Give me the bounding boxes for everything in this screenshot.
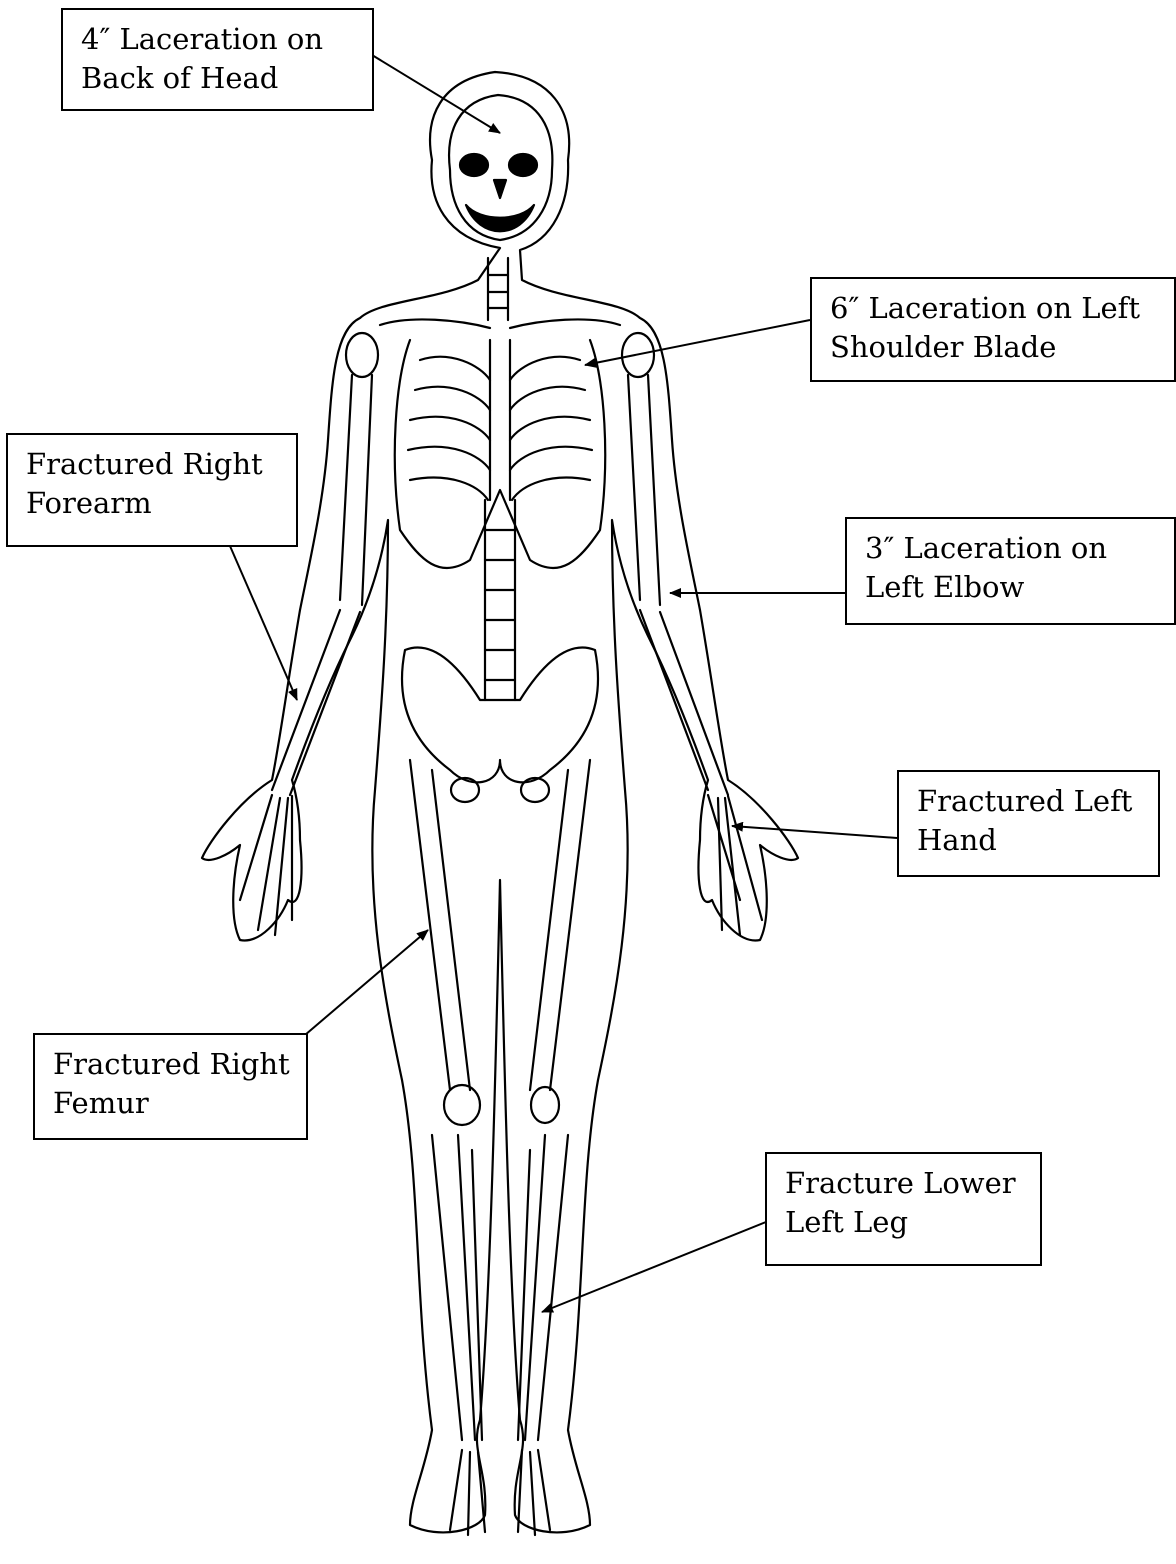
label-line: Forearm: [26, 484, 278, 523]
label-right-forearm-fracture: Fractured Right Forearm: [6, 433, 298, 547]
label-line: Back of Head: [81, 59, 354, 98]
label-line: Fractured Right: [26, 445, 278, 484]
label-line: Fractured Right: [53, 1045, 288, 1084]
pointer-shoulder: [585, 320, 810, 365]
pointer-leg: [542, 1222, 766, 1312]
label-line: 6″ Laceration on Left: [830, 289, 1156, 328]
label-line: Shoulder Blade: [830, 328, 1156, 367]
ribcage: [395, 340, 605, 568]
label-line: Femur: [53, 1084, 288, 1123]
label-line: 3″ Laceration on: [865, 529, 1156, 568]
label-line: Fracture Lower: [785, 1164, 1022, 1203]
pointer-head: [372, 55, 500, 133]
label-elbow-laceration: 3″ Laceration on Left Elbow: [845, 517, 1176, 625]
label-line: Hand: [917, 821, 1140, 860]
label-right-femur-fracture: Fractured Right Femur: [33, 1033, 308, 1140]
left-femur: [530, 760, 590, 1090]
label-head-laceration: 4″ Laceration on Back of Head: [61, 8, 374, 111]
label-line: Left Elbow: [865, 568, 1156, 607]
label-lower-left-leg-fracture: Fracture Lower Left Leg: [765, 1152, 1042, 1266]
label-line: Left Leg: [785, 1203, 1022, 1242]
pointer-hand: [732, 826, 897, 838]
pointer-femur: [305, 930, 428, 1035]
label-line: 4″ Laceration on: [81, 20, 354, 59]
pointer-forearm: [230, 546, 297, 700]
pelvis: [402, 647, 598, 782]
label-line: Fractured Left: [917, 782, 1140, 821]
right-femur: [410, 760, 470, 1090]
left-lower-leg: [518, 1135, 568, 1440]
label-left-hand-fracture: Fractured Left Hand: [897, 770, 1160, 877]
label-shoulder-laceration: 6″ Laceration on Left Shoulder Blade: [810, 277, 1176, 382]
